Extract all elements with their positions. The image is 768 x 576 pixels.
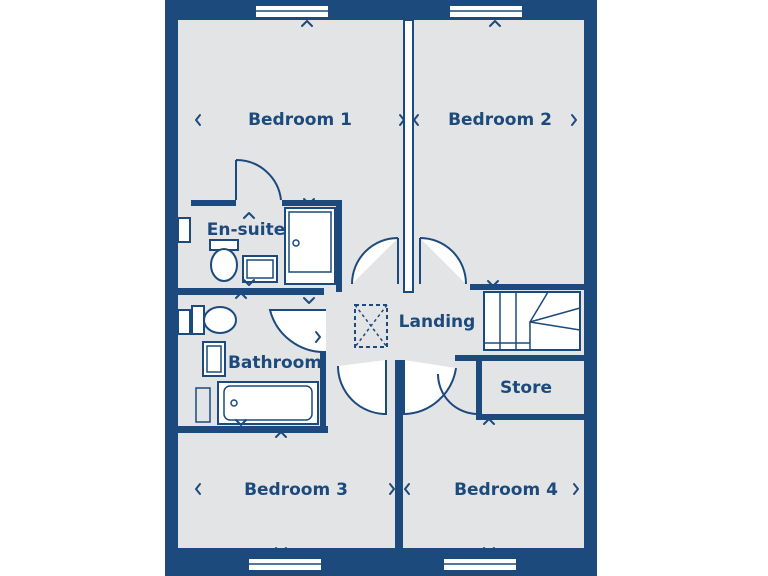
bathroom-toilet xyxy=(191,305,237,335)
label-ensuite: En-suite xyxy=(207,220,285,240)
window-bathroom xyxy=(177,309,191,335)
label-landing: Landing xyxy=(399,312,476,332)
ensuite-shower xyxy=(284,207,336,285)
label-bathroom: Bathroom xyxy=(228,353,322,373)
wall-bed3-bed4 xyxy=(395,360,403,548)
label-bedroom4: Bedroom 4 xyxy=(454,480,558,500)
staircase xyxy=(483,291,581,351)
label-bedroom1: Bedroom 1 xyxy=(248,110,352,130)
bathroom-basin xyxy=(202,341,226,377)
ensuite-toilet xyxy=(209,239,239,282)
ensuite-basin xyxy=(242,255,278,283)
label-bedroom3: Bedroom 3 xyxy=(244,480,348,500)
bathroom-bath xyxy=(195,381,319,425)
wall-horizontal-upper xyxy=(178,288,324,295)
label-bedroom2: Bedroom 2 xyxy=(448,110,552,130)
label-store: Store xyxy=(500,378,552,398)
loft-hatch xyxy=(354,304,388,348)
window-ensuite xyxy=(177,217,191,243)
dimension-markers xyxy=(195,20,579,554)
